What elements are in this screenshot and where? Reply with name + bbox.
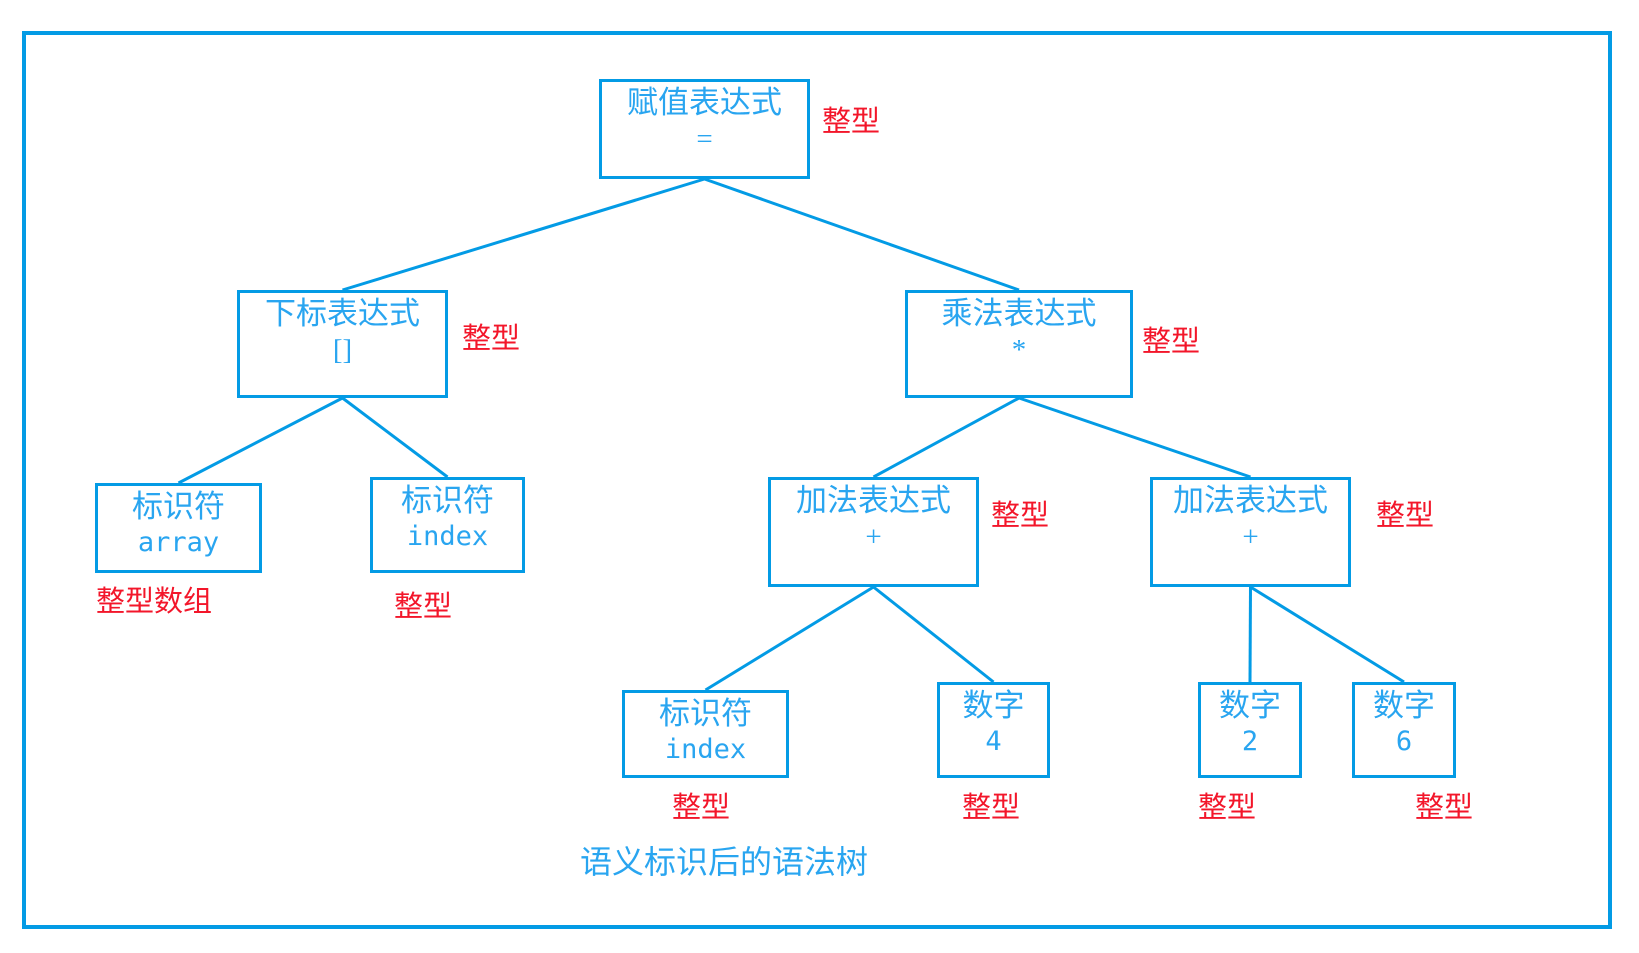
node-title: 数字 <box>1219 688 1281 723</box>
node-subtext: 4 <box>985 725 1002 757</box>
node-title: 数字 <box>962 688 1025 723</box>
tree-node-assign: 赋值表达式= <box>599 79 810 179</box>
type-label-type-num-4: 整型 <box>962 792 1021 824</box>
node-subtext: * <box>1011 333 1027 366</box>
node-title: 赋值表达式 <box>627 85 782 120</box>
node-subtext: 6 <box>1395 725 1413 757</box>
node-subtext: array <box>137 526 220 558</box>
node-title: 数字 <box>1373 688 1435 723</box>
node-title: 乘法表达式 <box>941 296 1097 331</box>
type-label-type-multiply: 整型 <box>1142 326 1201 358</box>
node-subtext: [] <box>332 333 353 366</box>
node-subtext: index <box>664 733 747 765</box>
node-subtext: = <box>696 122 713 155</box>
diagram-caption: 语义标识后的语法树 <box>580 844 869 880</box>
node-subtext: index <box>406 520 489 552</box>
tree-node-subscript: 下标表达式[] <box>237 290 448 398</box>
tree-node-add-left: 加法表达式+ <box>768 477 979 587</box>
tree-node-add-right: 加法表达式+ <box>1150 477 1351 587</box>
node-subtext: + <box>1242 520 1259 553</box>
node-title: 下标表达式 <box>265 296 420 331</box>
type-label-type-ident-index-b: 整型 <box>672 792 731 824</box>
type-label-type-subscript: 整型 <box>462 323 521 355</box>
type-label-type-ident-index-l: 整型 <box>394 591 453 623</box>
type-label-type-add-left: 整型 <box>991 500 1050 532</box>
type-label-type-num-2: 整型 <box>1198 792 1257 824</box>
node-subtext: 2 <box>1241 725 1259 757</box>
node-title: 加法表达式 <box>796 483 951 518</box>
node-title: 标识符 <box>132 489 225 524</box>
node-subtext: + <box>865 520 882 553</box>
type-label-type-num-6: 整型 <box>1415 792 1474 824</box>
node-title: 加法表达式 <box>1173 483 1328 518</box>
diagram-frame <box>22 31 1612 929</box>
tree-node-multiply: 乘法表达式* <box>905 290 1133 398</box>
node-title: 标识符 <box>659 696 752 731</box>
type-label-type-assign: 整型 <box>822 106 881 138</box>
node-title: 标识符 <box>401 483 494 518</box>
type-label-type-ident-array: 整型数组 <box>96 586 213 618</box>
type-label-type-add-right: 整型 <box>1376 500 1435 532</box>
